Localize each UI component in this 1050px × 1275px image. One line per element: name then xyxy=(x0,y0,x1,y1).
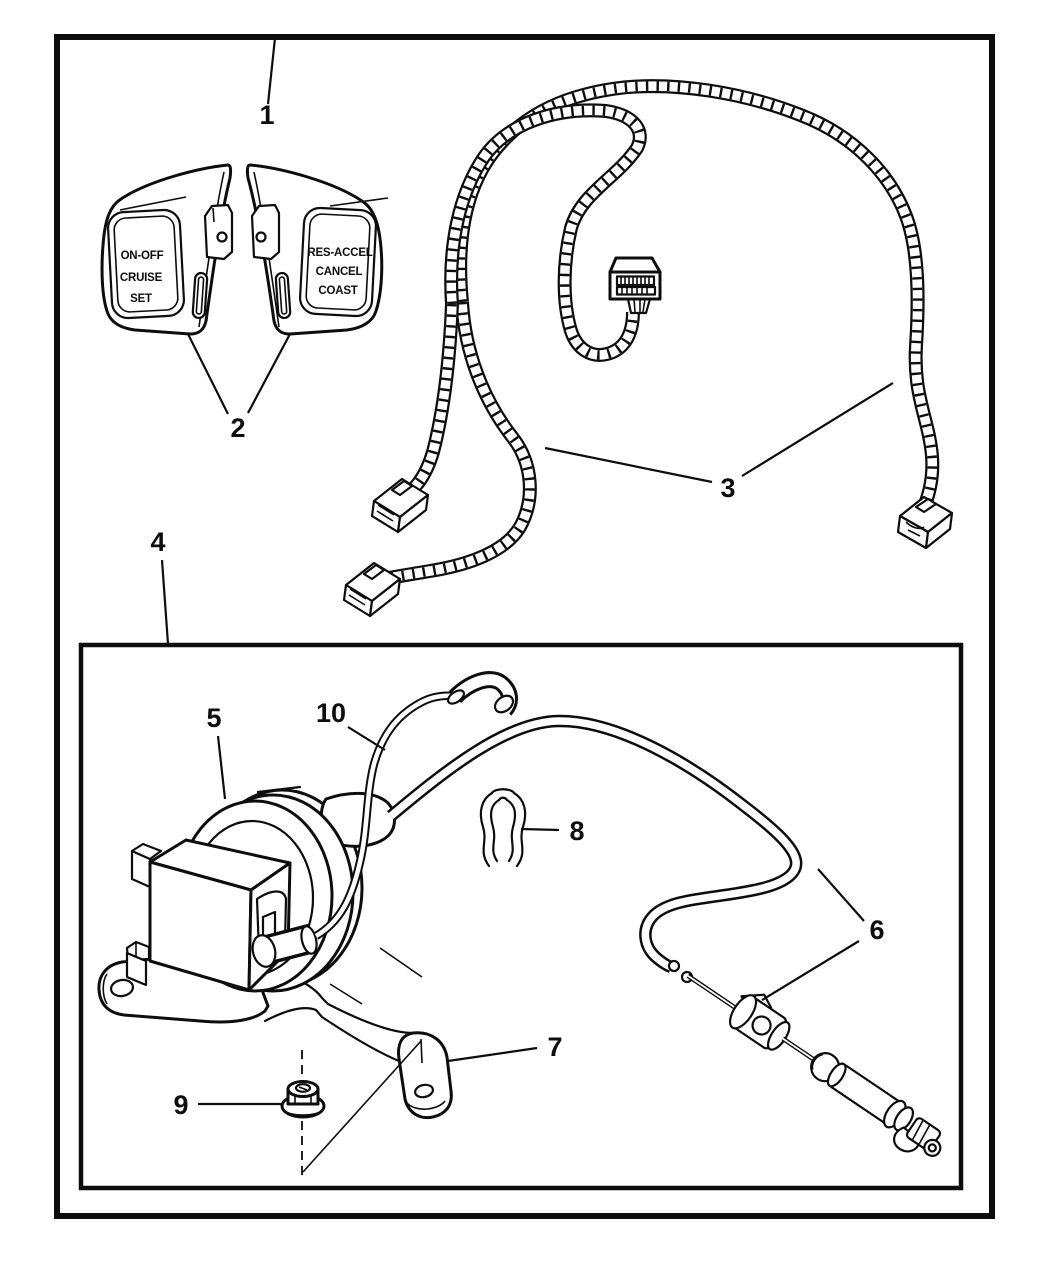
callout-9: 9 xyxy=(173,1090,188,1120)
leader-1 xyxy=(266,37,277,105)
hose-molded-elbow xyxy=(446,671,518,716)
switch-pod-left-tab-line xyxy=(212,207,215,223)
bracket-foot xyxy=(397,1031,453,1120)
leader-2a xyxy=(187,333,229,415)
switch-pod-right-tab-hole xyxy=(255,231,267,243)
conduit-end-cap-1 xyxy=(667,959,681,973)
retainer-clip xyxy=(479,788,527,868)
leader-2b xyxy=(247,333,291,414)
cable-conduit xyxy=(386,714,803,984)
harness-branch-upper-left xyxy=(402,304,452,498)
leader-7 xyxy=(447,1046,538,1063)
switch-pod-left-mount-tab xyxy=(203,203,234,261)
connector-2way-right xyxy=(896,495,954,550)
callout-6: 6 xyxy=(869,915,884,945)
harness-branch-multipin xyxy=(451,110,640,355)
cable-end-fitting xyxy=(893,1117,942,1157)
callout-2: 2 xyxy=(230,413,245,443)
switch-pod-right-hairline xyxy=(329,197,389,207)
switch-right-label-line3: COAST xyxy=(318,285,357,297)
callout-8: 8 xyxy=(569,816,584,846)
connector-multipin-pinrow-2 xyxy=(615,285,657,296)
switch-pod-right: RES-ACCEL CANCEL COAST xyxy=(245,163,389,336)
bracket-sheen-line-2 xyxy=(379,947,423,978)
connector-2way-lower-left xyxy=(342,561,402,618)
servo-connector-box xyxy=(125,838,292,992)
wiring-harness xyxy=(342,86,954,618)
callout-10: 10 xyxy=(316,698,346,728)
connector-multipin-teeth xyxy=(626,297,652,315)
leader-6b xyxy=(761,940,860,1001)
leader-3b xyxy=(741,382,894,477)
switch-pod-left: ON-OFF CRUISE SET xyxy=(100,163,234,336)
switch-left-label-line2: CRUISE xyxy=(120,272,163,284)
switch-pod-right-mount-tab xyxy=(250,203,281,261)
callout-7: 7 xyxy=(547,1032,562,1062)
switch-right-label-line1: RES-ACCEL xyxy=(307,247,372,259)
switch-left-label-line3: SET xyxy=(130,293,152,305)
bracket-foot-hole xyxy=(414,1083,434,1099)
connector-latch xyxy=(914,497,938,514)
callout-3: 3 xyxy=(720,473,735,503)
flange-nut xyxy=(280,1080,326,1119)
callout-5: 5 xyxy=(206,703,221,733)
harness-main-loop xyxy=(460,86,932,519)
leader-6a xyxy=(817,868,865,922)
leader-10 xyxy=(347,726,386,751)
switch-button-right[interactable] xyxy=(298,206,378,318)
diagram-outer-frame xyxy=(54,34,995,1219)
hose-elbow-fitting xyxy=(251,923,318,968)
bracket-arm-lower-edge xyxy=(263,1007,401,1063)
callout-4: 4 xyxy=(150,527,165,557)
switch-right-label-line2: CANCEL xyxy=(316,266,363,278)
leader-4 xyxy=(160,559,170,645)
connector-latch xyxy=(362,563,386,581)
bracket-pad-hole xyxy=(109,978,135,998)
switch-pod-left-hairline xyxy=(119,196,187,211)
connector-multipin-pinrow-1 xyxy=(615,275,656,287)
connector-2way-upper-left xyxy=(370,477,430,534)
assembly-reference-line xyxy=(302,1040,422,1173)
leader-5 xyxy=(216,735,227,800)
cable-sleeve xyxy=(826,1062,915,1132)
throttle-cable-assembly xyxy=(686,973,942,1157)
connector-latch xyxy=(390,479,414,497)
kit-inner-frame xyxy=(78,642,964,1191)
leader-8 xyxy=(520,827,560,832)
switch-pod-right-slot xyxy=(274,271,292,320)
leader-3a xyxy=(544,446,713,484)
connector-multipin xyxy=(608,256,662,315)
callouts: 1 2 3 4 5 6 7 8 9 10 xyxy=(150,37,894,1120)
cable-grommet-fitting xyxy=(728,993,791,1051)
switch-left-label-line1: ON-OFF xyxy=(121,250,164,262)
switch-button-left[interactable] xyxy=(106,208,186,320)
switch-pod-left-slot xyxy=(191,271,209,320)
vacuum-hose xyxy=(313,671,518,940)
bracket-sheen-line-1 xyxy=(329,983,363,1005)
callout-1: 1 xyxy=(259,100,274,130)
connector-multipin-top xyxy=(608,256,662,274)
switch-pod-left-tab-hole xyxy=(216,231,228,243)
